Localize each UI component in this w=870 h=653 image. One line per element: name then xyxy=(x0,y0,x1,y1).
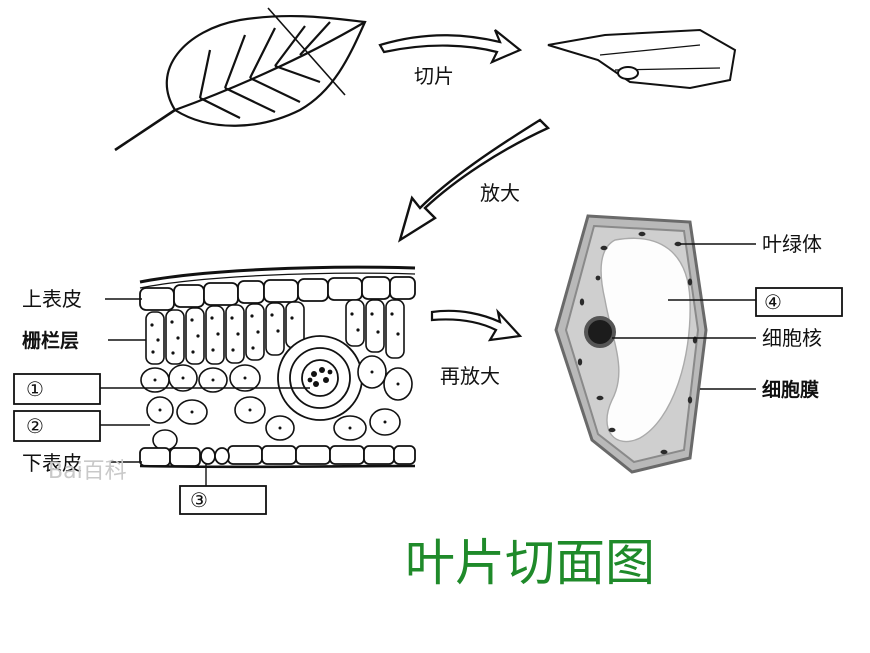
section-leader-lines xyxy=(100,298,310,490)
arrow-magnify-again xyxy=(430,308,523,342)
label-palisade-layer: 栅栏层 xyxy=(22,329,79,352)
watermark: Bai百科 xyxy=(48,459,127,484)
answer-box-1-number: ① xyxy=(26,377,44,401)
arrow-magnify xyxy=(397,118,551,243)
leaf-cross-section xyxy=(139,265,416,469)
label-cell-membrane: 细胞膜 xyxy=(762,378,819,401)
label-upper-epidermis: 上表皮 xyxy=(22,287,82,311)
label-nucleus: 细胞核 xyxy=(762,326,822,350)
answer-box-1[interactable]: ① xyxy=(13,373,101,405)
arrow-cut xyxy=(378,29,523,65)
arrow-magnify-again-label: 再放大 xyxy=(440,364,500,388)
whole-leaf-illustration xyxy=(114,7,367,152)
answer-box-3[interactable]: ③ xyxy=(179,485,267,515)
answer-box-2[interactable]: ② xyxy=(13,410,101,442)
answer-box-4[interactable]: ④ xyxy=(755,287,843,317)
answer-box-2-number: ② xyxy=(26,414,44,438)
arrow-cut-label: 切片 xyxy=(414,64,454,88)
arrow-magnify-label: 放大 xyxy=(480,181,520,205)
label-lower-epidermis: 下表皮 xyxy=(22,451,82,475)
cell-leader-lines xyxy=(612,243,756,390)
diagram-caption: 叶片切面图 xyxy=(405,534,655,592)
label-chloroplast: 叶绿体 xyxy=(762,232,822,256)
plant-cell-illustration xyxy=(554,214,708,474)
answer-box-4-number: ④ xyxy=(764,290,782,314)
answer-box-3-number: ③ xyxy=(190,488,208,512)
leaf-slice-illustration xyxy=(547,28,737,90)
